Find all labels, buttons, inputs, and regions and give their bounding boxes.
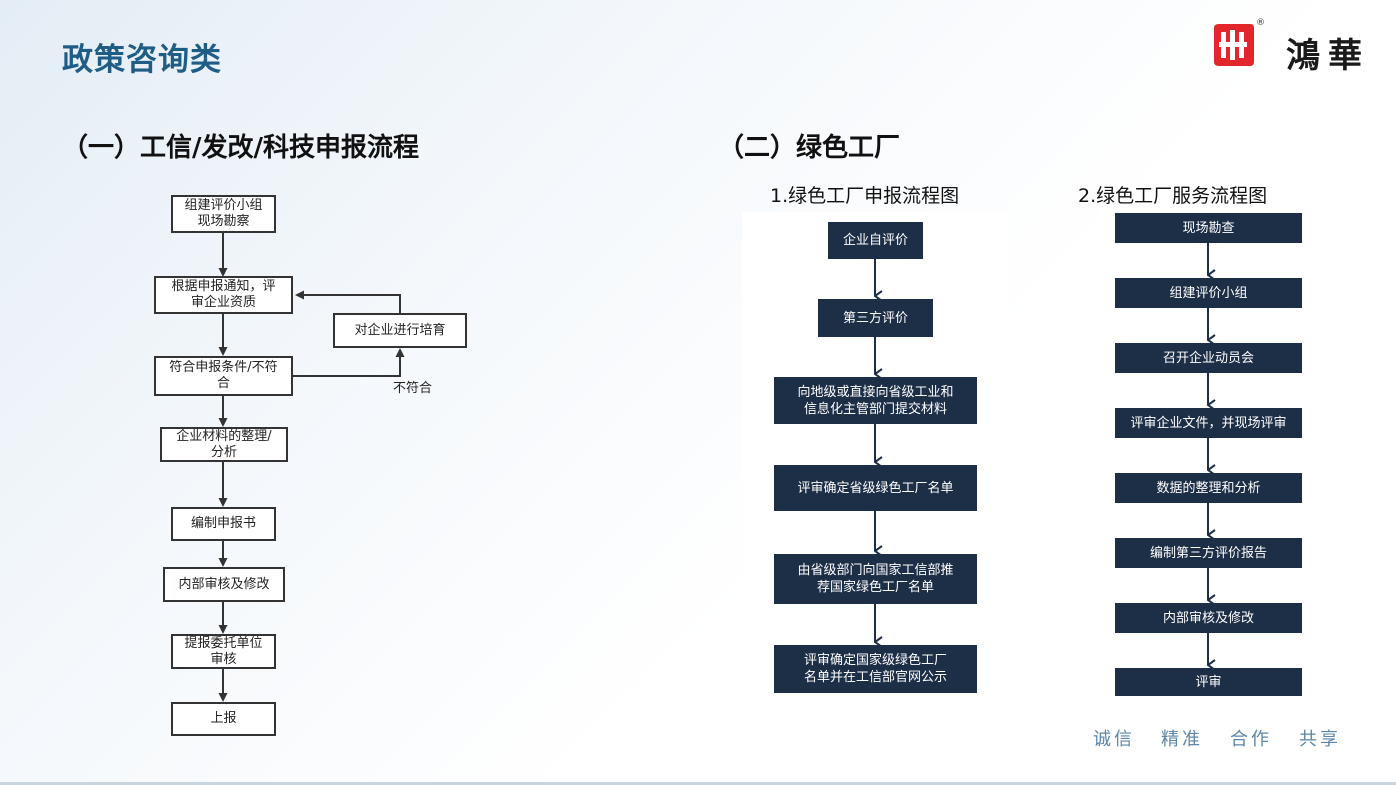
s1-step-3: 符合申报条件/不符 合	[154, 356, 293, 396]
flow2-step-8: 评审	[1115, 668, 1302, 696]
flow2-step-7: 内部审核及修改	[1115, 603, 1302, 633]
logo-registered-mark: ®	[1256, 18, 1265, 28]
section1-title: （一）工信/发改/科技申报流程	[62, 133, 419, 163]
flow2-step-2: 组建评价小组	[1115, 278, 1302, 308]
flow1-step-4: 评审确定省级绿色工厂名单	[774, 465, 977, 511]
section2-title: （二）绿色工厂	[718, 133, 901, 163]
s1-branch-label: 不符合	[393, 381, 433, 396]
s1-step-5: 编制申报书	[171, 507, 276, 541]
flow1-title: 1.绿色工厂申报流程图	[770, 185, 960, 207]
slogan-1: 诚信	[1093, 729, 1135, 750]
logo-mark-icon	[1214, 24, 1254, 66]
slogan-4: 共享	[1299, 729, 1341, 750]
s1-step-4: 企业材料的整理/ 分析	[160, 427, 288, 462]
s1-step-8: 上报	[171, 702, 276, 736]
flow2-step-5: 数据的整理和分析	[1115, 473, 1302, 503]
s1-side-box: 对企业进行培育	[333, 313, 467, 348]
s1-step-2: 根据申报通知，评 审企业资质	[154, 276, 293, 314]
flow2-title: 2.绿色工厂服务流程图	[1078, 185, 1268, 207]
flow1-step-6: 评审确定国家级绿色工厂 名单并在工信部官网公示	[774, 645, 977, 693]
flow1-step-5: 由省级部门向国家工信部推 荐国家绿色工厂名单	[774, 554, 977, 604]
flow2-step-4: 评审企业文件，并现场评审	[1115, 408, 1302, 438]
page-title: 政策咨询类	[62, 42, 222, 78]
slogan-2: 精准	[1161, 729, 1203, 750]
slogan-3: 合作	[1230, 729, 1272, 750]
s1-step-7: 提报委托单位 审核	[171, 634, 276, 669]
flow2-step-3: 召开企业动员会	[1115, 343, 1302, 373]
flow2-step-1: 现场勘查	[1115, 213, 1302, 243]
company-logo: ® 鴻華	[1210, 18, 1370, 76]
s1-step-1: 组建评价小组 现场勘察	[171, 195, 276, 233]
flow1-step-1: 企业自评价	[828, 222, 923, 259]
s1-step-6: 内部审核及修改	[163, 567, 285, 602]
flow1-step-3: 向地级或直接向省级工业和 信息化主管部门提交材料	[774, 377, 977, 424]
flow1-step-2: 第三方评价	[818, 299, 933, 337]
flow2-step-6: 编制第三方评价报告	[1115, 538, 1302, 568]
logo-text: 鴻華	[1286, 36, 1370, 76]
bottom-divider	[0, 782, 1396, 785]
